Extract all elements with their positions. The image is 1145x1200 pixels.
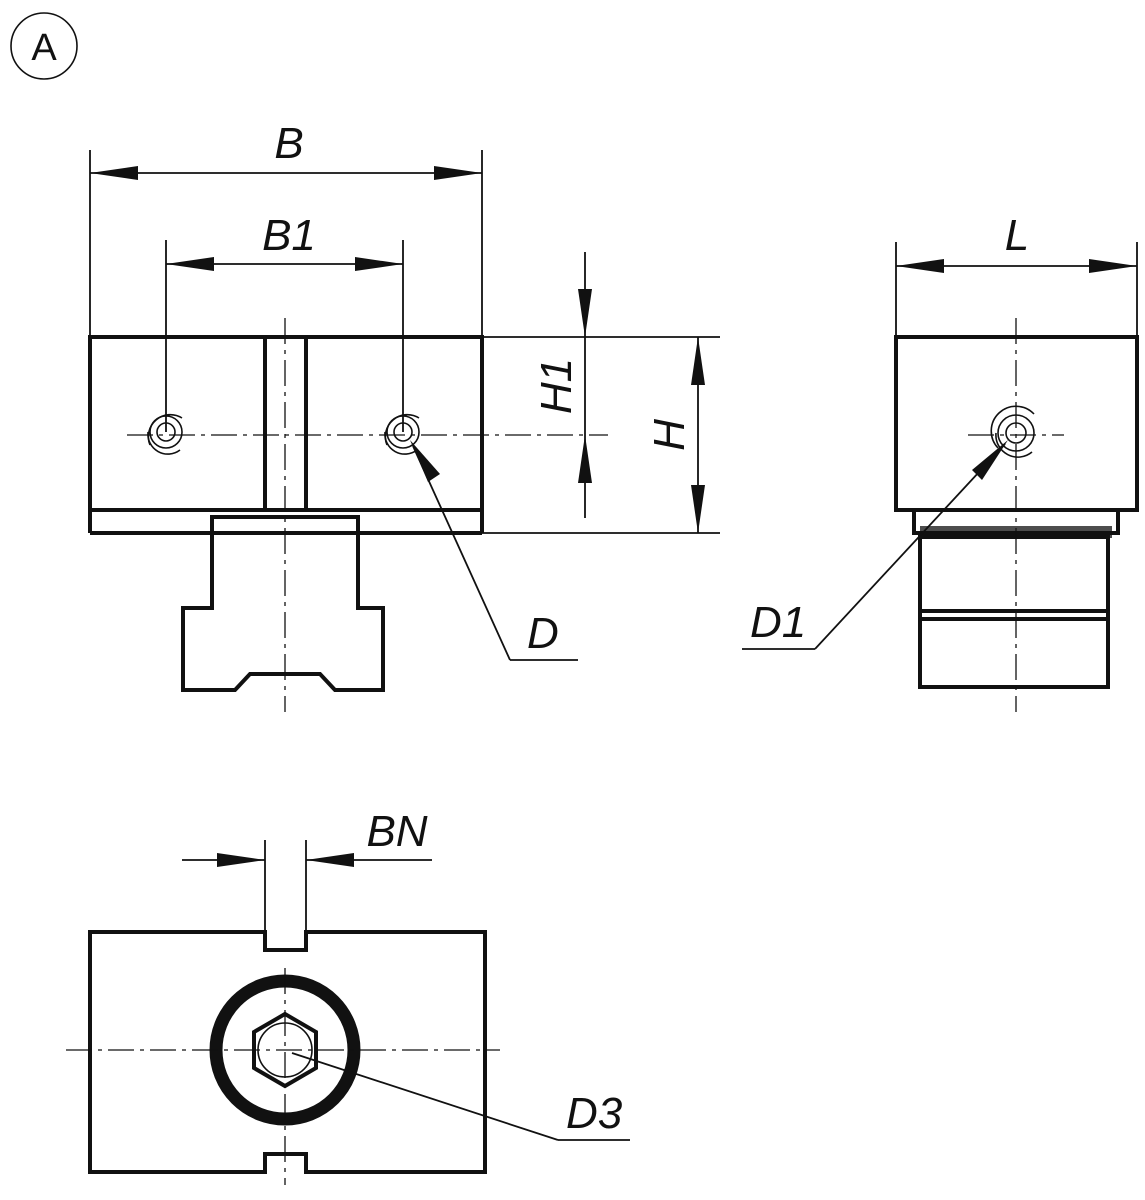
side-block [894,335,1139,535]
label-h1: H1 [532,358,581,414]
side-screw [990,405,1035,458]
label-b: B [274,119,303,168]
label-d: D [527,609,559,658]
top-block [88,930,487,1174]
leader-d1: D1 [742,440,1008,650]
view-marker-label: A [31,27,57,69]
front-view: B B1 H1 H [88,119,720,712]
dimension-b: B [89,119,483,337]
dimension-h1: H1 [482,252,720,518]
t-nut-profile [181,515,385,692]
front-block [88,335,484,512]
leader-d3: D3 [291,1052,630,1141]
dimension-h: H [482,337,720,534]
leader-d: D [410,440,578,661]
label-l: L [1005,211,1029,260]
label-d1: D1 [750,598,806,647]
dimension-b1: B1 [165,211,404,432]
dimension-bn: BN [182,807,432,932]
label-b1: B1 [262,211,316,260]
label-bn: BN [366,807,427,856]
label-h: H [645,419,694,451]
label-d3: D3 [566,1089,623,1138]
top-view: BN D3 [66,807,630,1185]
front-left-screw [147,413,183,455]
view-marker: A [10,12,78,80]
dimension-l: L [895,211,1138,337]
side-view: L D1 [742,211,1139,712]
